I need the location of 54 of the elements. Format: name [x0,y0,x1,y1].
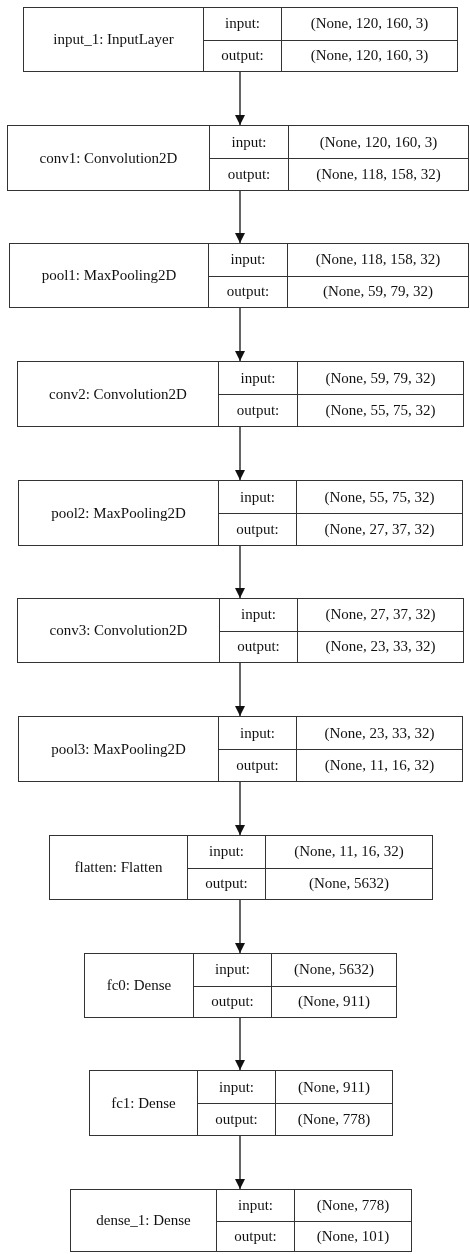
port-label: input: [218,362,297,394]
layer-box [70,1189,412,1252]
port-label: output: [219,630,297,662]
layer-name: pool3: MaxPooling2D [50,739,187,759]
port-label: input: [219,599,297,631]
layer-name: conv3: Convolution2D [48,621,189,640]
layer-box [17,598,464,663]
arrow [235,1135,245,1190]
port-label: output: [193,985,271,1017]
arrow [235,426,245,481]
arrow [235,1017,245,1071]
layer-box [9,243,469,308]
layer-box [7,125,469,191]
arrow [235,307,245,362]
layer-name: input_1: InputLayer [52,30,175,49]
port-label: output: [208,275,287,307]
port-label: output: [218,513,296,545]
port-label: output: [218,394,297,426]
port-label: output: [209,158,288,190]
layer-name: conv1: Convolution2D [38,148,179,168]
port-label: input: [197,1071,275,1103]
layer-name: conv2: Convolution2D [48,384,188,404]
port-label: output: [203,39,281,71]
port-label: output: [187,867,265,899]
arrow [235,781,245,836]
port-label: input: [218,717,296,749]
arrow [235,899,245,954]
port-label: input: [209,126,288,158]
port-label: input: [216,1190,294,1221]
layer-box [18,480,463,546]
port-label: input: [203,8,281,40]
layer-box [49,835,433,900]
arrow [235,662,245,717]
port-label: input: [187,836,265,868]
layer-name: dense_1: Dense [95,1211,192,1230]
arrow [235,545,245,599]
layer-name: fc1: Dense [110,1093,177,1113]
layer-box [84,953,397,1018]
layer-box [23,7,458,72]
layer-name: fc0: Dense [105,976,173,995]
port-label: input: [218,481,296,513]
arrow [235,71,245,126]
layer-name: pool2: MaxPooling2D [50,503,187,523]
port-label: input: [193,954,271,986]
layer-box [17,361,464,427]
port-label: output: [218,749,296,781]
layer-box [18,716,463,782]
arrow [235,190,245,244]
layer-name: pool1: MaxPooling2D [40,266,178,285]
layer-name: flatten: Flatten [73,858,164,877]
port-label: output: [216,1220,294,1251]
port-label: output: [197,1103,275,1135]
layer-box [89,1070,393,1136]
port-label: input: [208,244,287,276]
